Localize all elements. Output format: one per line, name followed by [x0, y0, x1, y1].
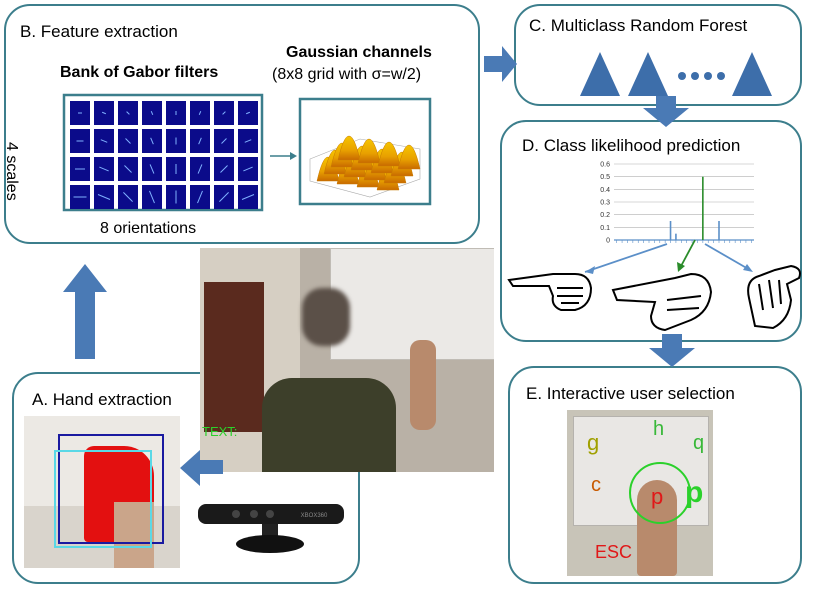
esc-label: ESC [595, 542, 633, 562]
kinect-brand: XBOX360 [301, 513, 328, 519]
chart-tick-label: 0.5 [600, 174, 610, 181]
arrow-d-to-e [649, 334, 695, 367]
letter-p-green: p [685, 476, 704, 509]
interactive-selection-photo: g h q c p p ESC [567, 410, 713, 576]
random-forest-title: C. Multiclass Random Forest [529, 16, 748, 35]
chart-tick-label: 0.1 [600, 225, 610, 232]
chart-tick-label: 0 [606, 238, 610, 245]
likelihood-title: D. Class likelihood prediction [522, 136, 741, 155]
gabor-filter-bank [62, 93, 264, 212]
feature-extraction-title: B. Feature extraction [20, 22, 178, 41]
gabor-title: Bank of Gabor filters [60, 64, 219, 81]
likelihood-chart: 0 0.1 0.2 0.3 0.4 0.5 0.6 [600, 162, 754, 245]
arrow-photo-to-a [180, 450, 223, 486]
chart-tick-label: 0.4 [600, 187, 610, 194]
letter-h: h [653, 418, 665, 440]
letter-p-red: p [651, 484, 664, 509]
arrow-b-to-c [484, 46, 517, 82]
chart-tick-label: 0.6 [600, 162, 610, 169]
hand-gesture-icon [611, 272, 713, 332]
text-overlay: TEXT: [202, 424, 238, 439]
tree-icon [628, 52, 668, 96]
selection-circle [629, 462, 691, 524]
letter-q: q [693, 432, 705, 454]
kinect-sensor: XBOX360 [198, 504, 344, 553]
gabor-to-gaussian-arrow [270, 152, 297, 160]
chart-tick-label: 0.3 [600, 200, 610, 207]
arrow-c-to-d [643, 96, 689, 127]
hand-extraction-title: A. Hand extraction [32, 390, 172, 409]
chart-tick-label: 0.2 [600, 212, 610, 219]
scales-label: 4 scales [3, 142, 20, 201]
letter-g: g [587, 430, 600, 455]
gaussian-title: Gaussian channels [286, 44, 432, 61]
tree-icon [732, 52, 772, 96]
gaussian-channels-plot [298, 97, 432, 206]
hand-gesture-icon [507, 273, 593, 311]
forest-trees [580, 52, 772, 96]
hand-gesture-icon [747, 264, 801, 330]
gaussian-subtitle: (8x8 grid with σ=w/2) [272, 66, 422, 83]
hand-extraction-photo [24, 416, 180, 568]
interactive-title: E. Interactive user selection [526, 384, 735, 403]
tree-icon [580, 52, 620, 96]
camera-photo: TEXT: [200, 248, 494, 472]
orientations-label: 8 orientations [100, 220, 197, 237]
letter-c: c [591, 474, 601, 496]
arrow-a-to-b [63, 264, 107, 359]
gesture-hands [507, 239, 801, 332]
